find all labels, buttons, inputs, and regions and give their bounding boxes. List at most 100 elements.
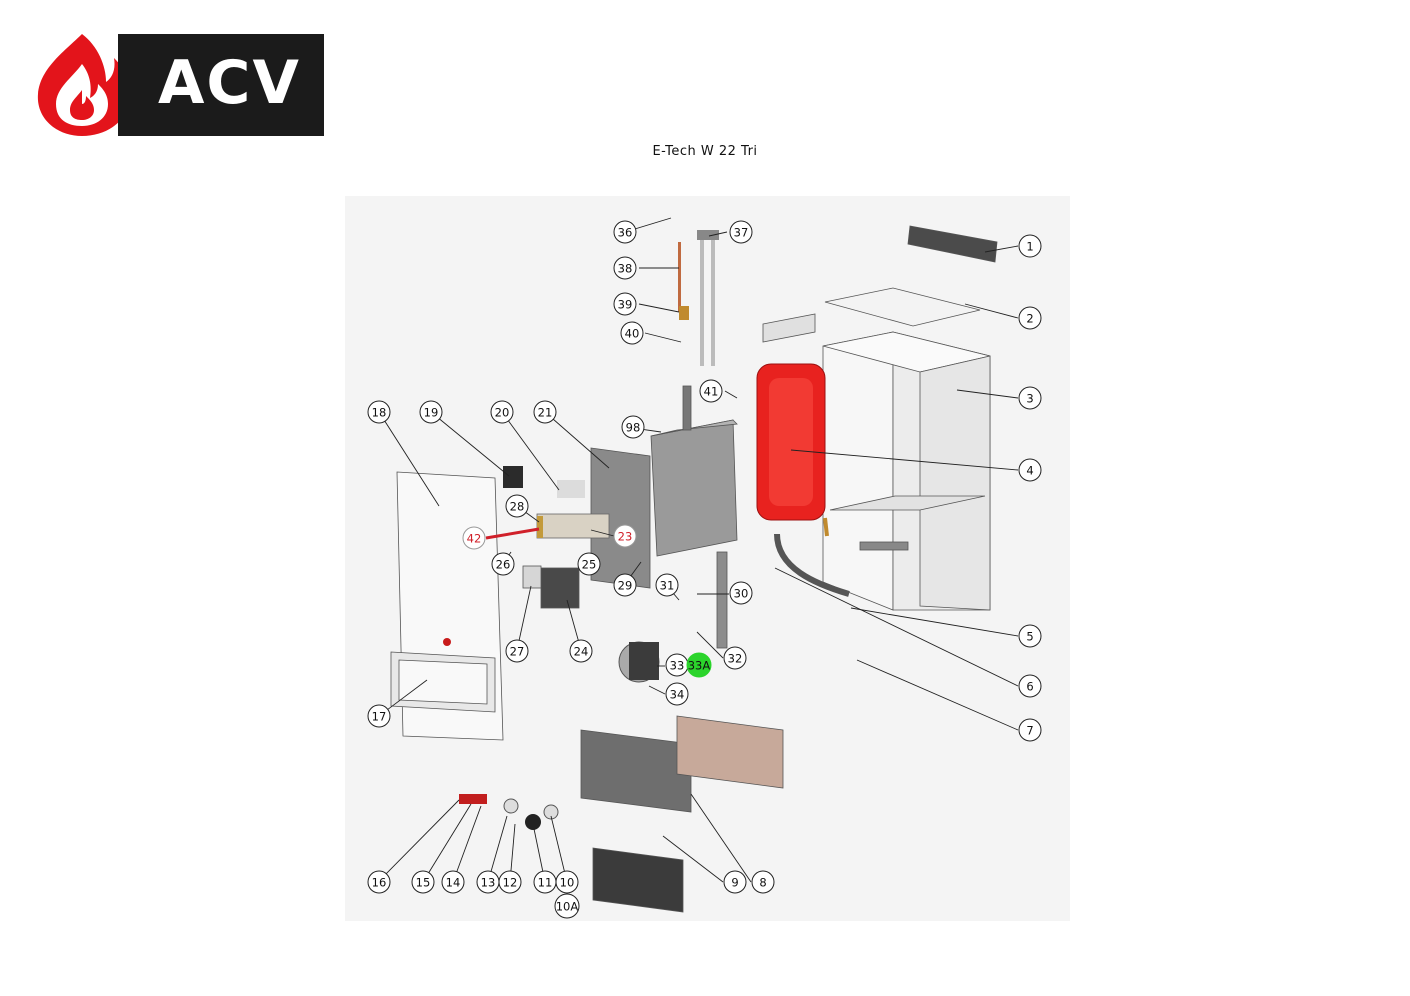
callout-circle: [613, 256, 637, 280]
callout-number: 2: [1026, 312, 1033, 326]
callout-41: 41: [699, 379, 723, 403]
flexible-hose: [774, 533, 850, 597]
callout-number: 37: [734, 226, 749, 240]
callout-10A: 10A: [554, 893, 580, 919]
callout-number: 7: [1026, 724, 1033, 738]
callout-12: 12: [498, 870, 522, 894]
callout-98: 98: [621, 415, 645, 439]
callout-5: 5: [1018, 624, 1042, 648]
callout-number: 36: [618, 226, 633, 240]
callout-33A: 33A: [686, 652, 712, 678]
callout-circle: [613, 220, 637, 244]
callout-number: 20: [495, 406, 510, 420]
callout-38: 38: [613, 256, 637, 280]
callout-4: 4: [1018, 458, 1042, 482]
callout-number: 33: [670, 659, 685, 673]
callout-circle: [533, 870, 557, 894]
callout-circle: [613, 292, 637, 316]
callout-11: 11: [533, 870, 557, 894]
callout-15: 15: [411, 870, 435, 894]
callout-circle: [723, 646, 747, 670]
circulation-pump: [618, 641, 660, 683]
callout-circle: [411, 870, 435, 894]
callout-7: 7: [1018, 718, 1042, 742]
callout-circle: [554, 893, 580, 919]
callout-27: 27: [505, 639, 529, 663]
callout-23: 23: [613, 524, 637, 548]
callout-28: 28: [505, 494, 529, 518]
expansion-vessel: [756, 363, 829, 537]
callout-34: 34: [665, 682, 689, 706]
callout-number: 27: [510, 645, 525, 659]
callout-circle: [620, 321, 644, 345]
callout-circle: [1018, 674, 1042, 698]
callout-number: 33A: [688, 659, 711, 673]
callout-number: 23: [618, 530, 633, 544]
callout-number: 40: [625, 327, 640, 341]
page-title: E-Tech W 22 Tri: [652, 144, 758, 159]
callout-circle: [665, 682, 689, 706]
callout-circle: [1018, 718, 1042, 742]
acv-logo: ACV: [36, 32, 326, 138]
front-panel-led: [443, 638, 451, 646]
callout-circle: [462, 526, 486, 550]
callout-number: 1: [1026, 240, 1033, 254]
callout-20: 20: [490, 400, 514, 424]
callout-circle: [491, 552, 515, 576]
callout-circle: [1018, 234, 1042, 258]
callout-16: 16: [367, 870, 391, 894]
callout-number: 16: [372, 876, 387, 890]
callout-number: 32: [728, 652, 743, 666]
callout-circle: [505, 639, 529, 663]
callout-number: 10: [560, 876, 575, 890]
callout-circle: [533, 400, 557, 424]
callout-number: 17: [372, 710, 387, 724]
callout-33: 33: [665, 653, 689, 677]
callout-number: 30: [734, 587, 749, 601]
wall-bracket: [907, 225, 998, 263]
callout-10: 10: [555, 870, 579, 894]
callout-19: 19: [419, 400, 443, 424]
callout-number: 5: [1026, 630, 1033, 644]
callout-number: 26: [496, 558, 511, 572]
callout-37: 37: [729, 220, 753, 244]
callout-number: 4: [1026, 464, 1033, 478]
callout-circle: [569, 639, 593, 663]
callout-26: 26: [491, 552, 515, 576]
callout-25: 25: [577, 552, 601, 576]
callout-24: 24: [569, 639, 593, 663]
safety-valve: [679, 306, 689, 320]
callout-circle: [419, 400, 443, 424]
callout-number: 13: [481, 876, 496, 890]
top-cover: [824, 287, 981, 327]
callout-14: 14: [441, 870, 465, 894]
callout-3: 3: [1018, 386, 1042, 410]
callout-circle: [367, 870, 391, 894]
callout-number: 8: [759, 876, 766, 890]
callout-9: 9: [723, 870, 747, 894]
callout-number: 9: [731, 876, 738, 890]
callout-circle: [505, 494, 529, 518]
callout-number: 15: [416, 876, 431, 890]
callout-number: 29: [618, 579, 633, 593]
callout-number: 39: [618, 298, 633, 312]
callout-32: 32: [723, 646, 747, 670]
callout-circle: [1018, 624, 1042, 648]
callout-number: 6: [1026, 680, 1033, 694]
fuse-holder: [537, 516, 543, 538]
callout-number: 38: [618, 262, 633, 276]
callout-39: 39: [613, 292, 637, 316]
callout-17: 17: [367, 704, 391, 728]
callout-circle: [577, 552, 601, 576]
callout-number: 18: [372, 406, 387, 420]
flame-icon: [37, 34, 131, 136]
callout-number: 14: [446, 876, 461, 890]
callout-2: 2: [1018, 306, 1042, 330]
callout-number: 21: [538, 406, 553, 420]
callout-circle: [729, 581, 753, 605]
callout-number: 10A: [556, 900, 579, 914]
callout-circle: [367, 704, 391, 728]
callout-number: 31: [660, 579, 675, 593]
